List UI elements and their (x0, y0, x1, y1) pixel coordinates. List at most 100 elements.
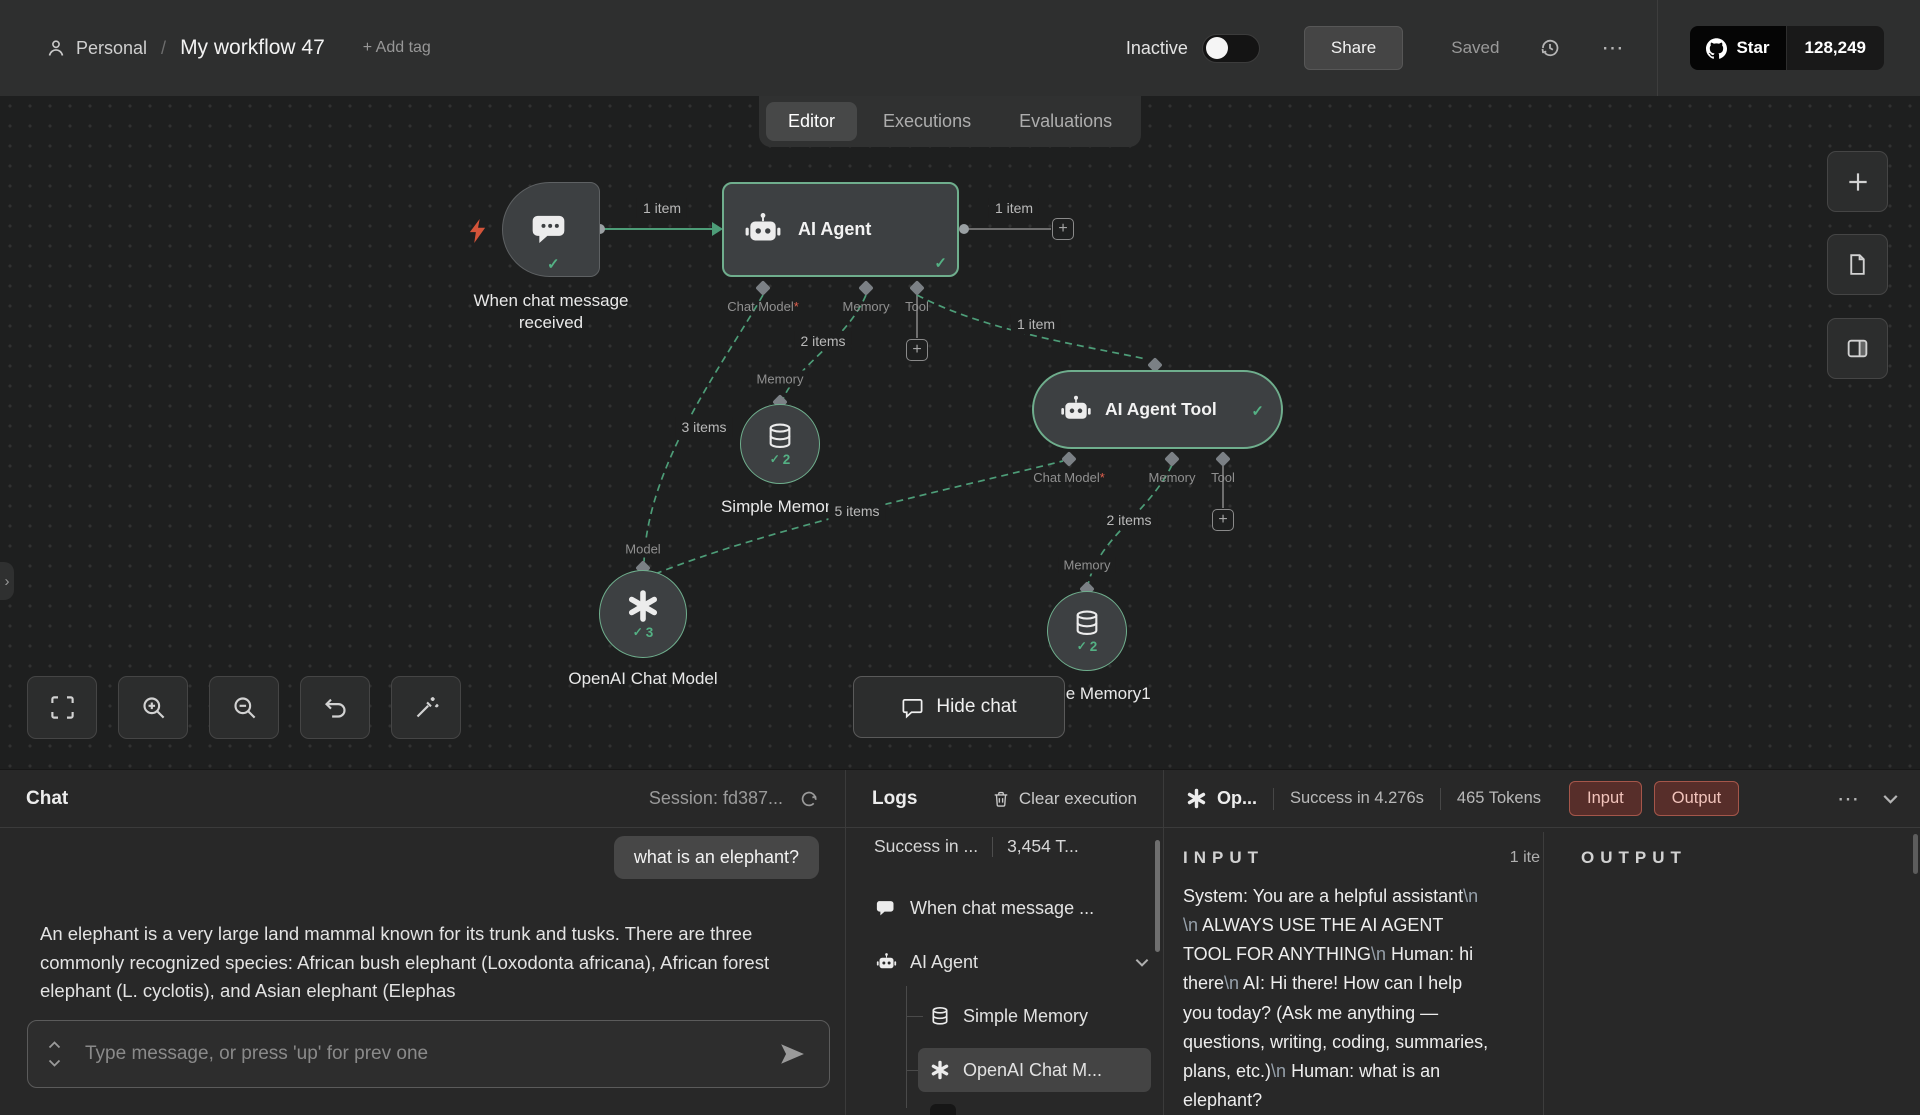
chat-user-message: what is an elephant? (613, 836, 819, 879)
tidy-up-button[interactable] (391, 676, 461, 739)
breadcrumb-separator: / (161, 37, 167, 58)
details-scrollbar[interactable] (1913, 834, 1918, 874)
robot-icon (1060, 394, 1092, 426)
add-tool-button[interactable] (1212, 509, 1234, 531)
hide-chat-button[interactable]: Hide chat (853, 676, 1065, 738)
details-node-title: Op... (1217, 788, 1257, 808)
summary-divider (992, 836, 994, 857)
log-tree-item-simple-memory[interactable]: Simple Memory (930, 994, 1088, 1038)
tab-editor[interactable]: Editor (766, 102, 858, 141)
more-options-icon[interactable]: ⋯ (1601, 35, 1626, 60)
top-bar: Personal / My workflow 47 + Add tag Inac… (0, 0, 1920, 96)
execution-summary-row[interactable]: Success in ... 3,454 T... (874, 836, 1143, 857)
saved-status: Saved (1451, 38, 1500, 57)
log-tree-item-ai-agent[interactable]: AI Agent (876, 940, 1149, 984)
star-count: 128,249 (1785, 26, 1884, 70)
log-tree-item-partial[interactable] (930, 1104, 956, 1115)
chevron-up-icon (48, 1041, 61, 1049)
chat-message-input[interactable] (85, 1043, 779, 1065)
add-node-button[interactable] (1052, 218, 1074, 240)
robot-icon (876, 952, 897, 973)
edge-label-items: 2 items (794, 331, 852, 351)
add-tag-button[interactable]: + Add tag (362, 39, 431, 56)
input-toggle-button[interactable]: Input (1569, 781, 1642, 816)
send-message-icon[interactable] (779, 1041, 805, 1067)
workflow-canvas[interactable]: When chat message received AI Agent Chat… (0, 96, 1920, 769)
undo-button[interactable] (300, 676, 370, 739)
header-divider (1657, 0, 1659, 96)
collapse-panel-icon[interactable] (1883, 794, 1898, 804)
edge-label-items: 5 items (828, 501, 886, 521)
input-item-count: 1 ite (1509, 849, 1540, 866)
trigger-bolt-icon (469, 219, 486, 243)
openai-icon (1186, 788, 1207, 809)
log-tree-item-trigger[interactable]: When chat message ... (876, 886, 1094, 930)
node-when-chat-message-received[interactable] (469, 182, 600, 277)
clear-execution-label: Clear execution (1018, 788, 1137, 808)
tab-executions[interactable]: Executions (883, 111, 972, 131)
log-tree-item-openai-chat-model[interactable]: OpenAI Chat M... (918, 1048, 1151, 1092)
log-item-label: OpenAI Chat M... (963, 1059, 1103, 1080)
github-star-widget[interactable]: Star 128,249 (1690, 26, 1884, 70)
node-details-panel: Op... Success in 4.276s 465 Tokens Input… (1163, 770, 1920, 1115)
clear-execution-button[interactable]: Clear execution (992, 789, 1137, 809)
chat-bubble-icon (531, 210, 571, 250)
node-label-openai-chat-model: OpenAI Chat Model (568, 669, 718, 688)
node-openai-chat-model[interactable]: 3 (599, 570, 687, 658)
history-icon[interactable] (1539, 37, 1561, 59)
input-section-heading: INPUT (1183, 848, 1264, 867)
details-panel-header: Op... Success in 4.276s 465 Tokens Input… (1164, 770, 1920, 828)
project-name: Personal (76, 37, 148, 58)
share-button[interactable]: Share (1303, 26, 1404, 70)
add-node-panel-button[interactable] (1827, 151, 1888, 212)
node-title-ai-agent: AI Agent (798, 219, 872, 239)
bottom-panel: Chat Session: fd387... what is an elepha… (0, 769, 1920, 1115)
edge-label-items: 3 items (675, 417, 733, 437)
connection-edges (595, 222, 1230, 596)
zoom-out-button[interactable] (209, 676, 279, 739)
logs-scrollbar[interactable] (1155, 840, 1160, 952)
workflow-title[interactable]: My workflow 47 (180, 36, 325, 59)
hide-chat-label: Hide chat (936, 696, 1017, 717)
zoom-in-button[interactable] (118, 676, 188, 739)
chat-panel: Chat Session: fd387... what is an elepha… (0, 770, 845, 1115)
logs-title: Logs (872, 787, 918, 809)
activate-toggle[interactable] (1201, 33, 1260, 63)
sidebar-expand-handle[interactable] (0, 562, 14, 600)
reset-session-icon[interactable] (799, 789, 819, 809)
anchor-label-tool: Tool (1211, 470, 1235, 485)
sticky-note-button[interactable] (1827, 234, 1888, 295)
anchor-label-memory: Memory (1148, 470, 1196, 485)
chevron-down-icon (48, 1059, 61, 1067)
zoom-to-fit-button[interactable] (27, 676, 97, 739)
node-simple-memory[interactable]: 2 (740, 404, 820, 484)
tree-guide-line (906, 986, 907, 1108)
more-options-icon[interactable]: ⋯ (1837, 785, 1861, 811)
toggle-panel-button[interactable] (1827, 318, 1888, 379)
logs-panel: Logs Clear execution Success in ... 3,45… (845, 770, 1163, 1115)
add-tool-button[interactable] (906, 339, 928, 361)
chat-icon (901, 696, 924, 719)
database-icon (930, 1006, 950, 1026)
breadcrumb-project[interactable]: Personal (46, 38, 147, 59)
edge-label-items: 2 items (1100, 510, 1158, 530)
success-check-icon (547, 255, 560, 273)
workflow-status-label: Inactive (1125, 37, 1188, 58)
header-divider (1439, 787, 1441, 810)
node-simple-memory1[interactable]: 2 (1047, 591, 1127, 671)
database-icon (1073, 609, 1101, 637)
chat-input-box (27, 1020, 830, 1088)
node-ai-agent-tool[interactable]: AI Agent Tool (1032, 370, 1283, 449)
chat-title: Chat (26, 787, 69, 809)
input-output-divider[interactable] (1543, 832, 1544, 1115)
robot-icon (744, 211, 782, 249)
openai-icon (930, 1060, 950, 1080)
anchor-label-memory: Memory (842, 299, 890, 314)
output-toggle-button[interactable]: Output (1653, 781, 1740, 816)
chevron-down-icon[interactable] (1135, 958, 1149, 967)
message-history-arrows[interactable] (48, 1041, 61, 1067)
tab-evaluations[interactable]: Evaluations (1019, 111, 1113, 131)
edge-label-items: 1 item (636, 198, 688, 218)
node-ai-agent[interactable]: AI Agent (722, 182, 959, 277)
